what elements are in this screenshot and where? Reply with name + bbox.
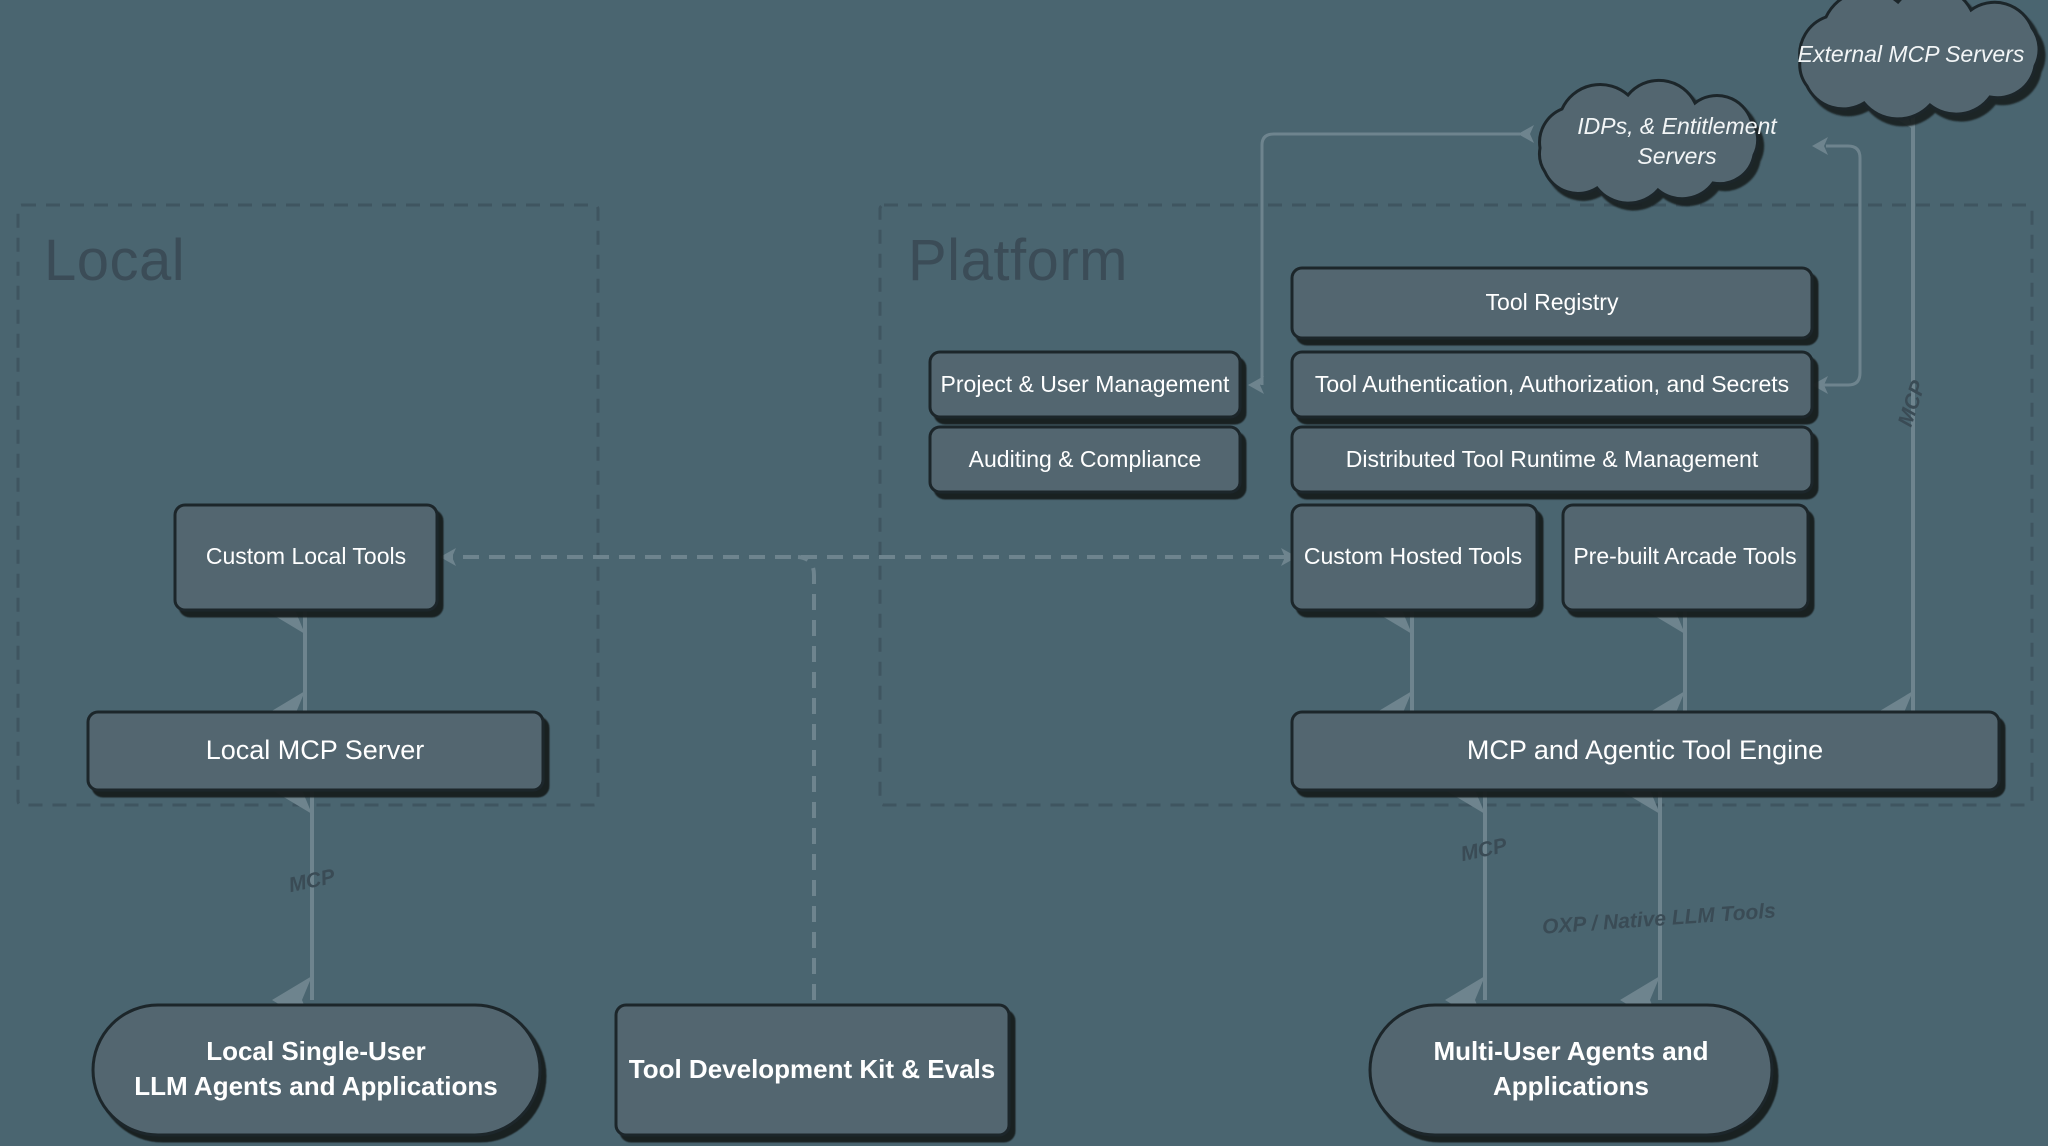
- node-tool-registry[interactable]: [1290, 266, 1814, 340]
- node-local-single-user-agents-label-line1: Local Single-User: [206, 1036, 426, 1066]
- zone-platform-label: Platform: [908, 228, 1128, 293]
- connector-tdk-dashed-branch: [797, 555, 816, 1000]
- node-local-single-user-agents-label-line2: LLM Agents and Applications: [134, 1071, 498, 1101]
- node-auditing-compliance-label: Auditing & Compliance: [969, 446, 1202, 472]
- node-project-user-management[interactable]: [928, 350, 1242, 419]
- node-project-user-management-label: Project & User Management: [941, 371, 1231, 397]
- node-local-mcp-server-label: Local MCP Server: [206, 735, 425, 765]
- cloud-external-mcp-servers[interactable]: [1798, 0, 2041, 121]
- node-custom-local-tools-label: Custom Local Tools: [206, 543, 406, 569]
- node-tool-registry-label: Tool Registry: [1486, 289, 1619, 315]
- node-tool-development-kit-evals-label: Tool Development Kit & Evals: [629, 1054, 995, 1084]
- zone-local-label: Local: [44, 228, 185, 293]
- zone-platform-frame: [878, 203, 2034, 807]
- node-auditing-compliance[interactable]: [928, 425, 1242, 494]
- connector-project-user-mgmt-to-idps: [1248, 125, 1534, 394]
- node-mcp-agentic-tool-engine[interactable]: [1290, 710, 2001, 792]
- node-multi-user-agents-label-line1: Multi-User Agents and: [1434, 1036, 1709, 1066]
- node-prebuilt-arcade-tools-label: Pre-built Arcade Tools: [1573, 543, 1796, 569]
- edge-label-mcp-local: MCP: [287, 865, 338, 897]
- node-local-single-user-agents[interactable]: [91, 1003, 542, 1137]
- node-custom-hosted-tools-label: Custom Hosted Tools: [1304, 543, 1522, 569]
- node-multi-user-agents-label-line2: Applications: [1493, 1071, 1649, 1101]
- connector-custom-hosted-to-custom-local-dashed: [440, 548, 1297, 566]
- edge-label-mcp-external: MCP: [1894, 377, 1931, 429]
- node-distributed-tool-runtime[interactable]: [1290, 425, 1814, 494]
- node-custom-local-tools[interactable]: [173, 503, 439, 612]
- node-multi-user-agents[interactable]: [1368, 1003, 1774, 1137]
- zone-platform: Platform: [878, 203, 2034, 807]
- edge-label-mcp-platform: MCP: [1459, 834, 1510, 866]
- cloud-idps-entitlement-servers-label-line1: IDPs, & Entitlement: [1577, 113, 1778, 139]
- node-tool-auth-authz-secrets-label: Tool Authentication, Authorization, and …: [1315, 371, 1789, 397]
- connector-tool-auth-to-idps: [1812, 137, 1862, 394]
- node-tool-auth-authz-secrets[interactable]: [1290, 350, 1814, 419]
- node-mcp-agentic-tool-engine-label: MCP and Agentic Tool Engine: [1467, 735, 1823, 765]
- node-prebuilt-arcade-tools[interactable]: [1561, 503, 1810, 612]
- node-custom-hosted-tools[interactable]: [1290, 503, 1539, 612]
- node-distributed-tool-runtime-label: Distributed Tool Runtime & Management: [1346, 446, 1759, 472]
- zone-local: Local: [16, 203, 600, 807]
- cloud-external-mcp-servers-label: External MCP Servers: [1798, 41, 2025, 67]
- node-tool-development-kit-evals[interactable]: [614, 1003, 1011, 1137]
- zone-local-frame: [16, 203, 600, 807]
- node-local-mcp-server[interactable]: [86, 710, 545, 792]
- cloud-idps-entitlement-servers-label-line2: Servers: [1637, 143, 1717, 169]
- cloud-idps-entitlement-servers[interactable]: [1538, 78, 1760, 205]
